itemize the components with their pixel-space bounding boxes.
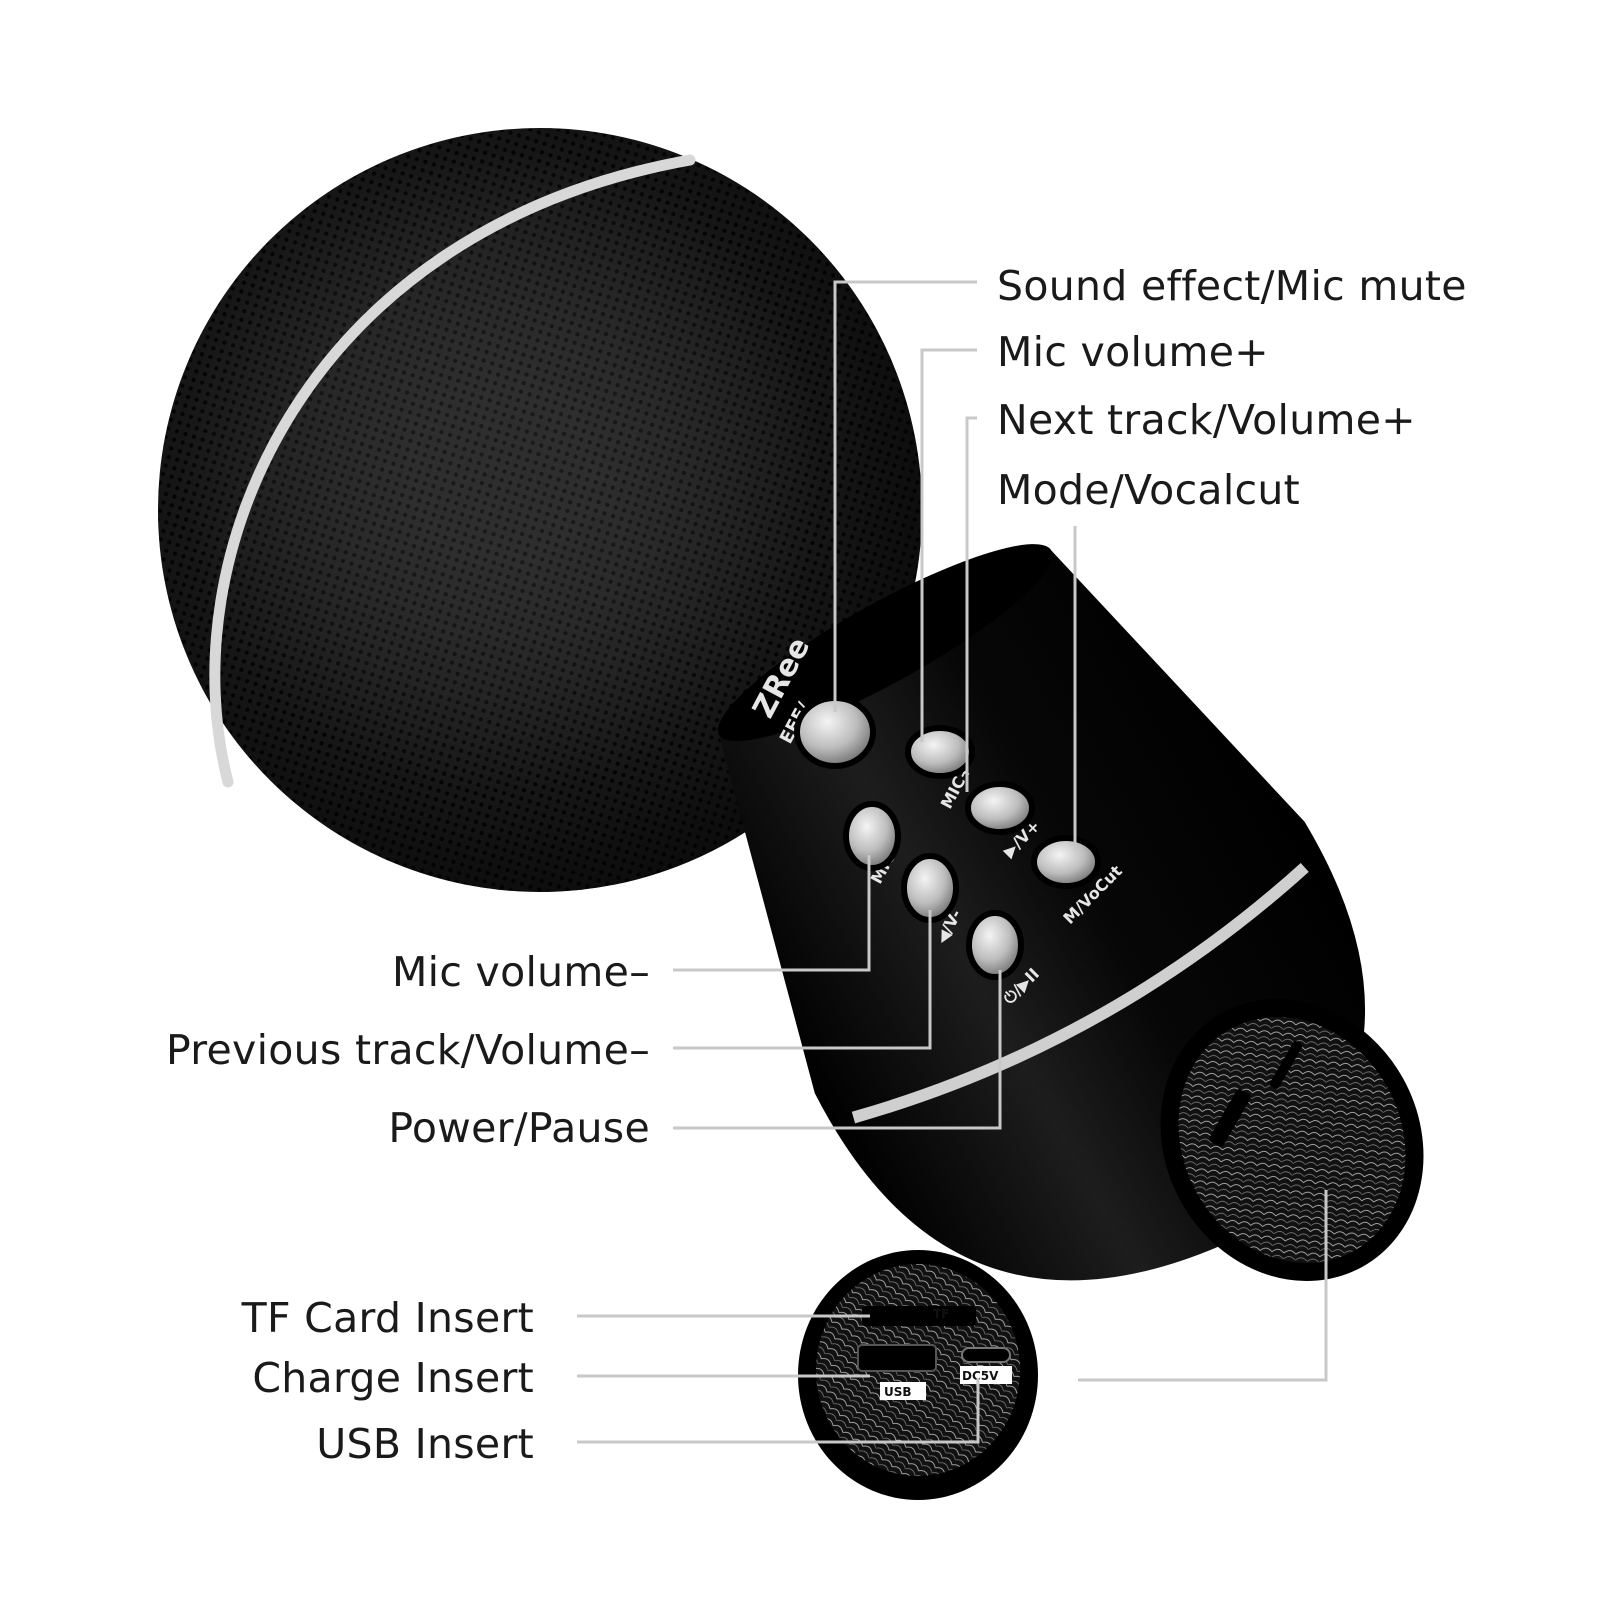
usb-port-slot	[1209, 1089, 1251, 1147]
power-button	[966, 910, 1024, 980]
leader-sound-effect	[833, 280, 977, 712]
handle-bottom-cap	[1160, 999, 1424, 1281]
label-tf-card-insert: TF Card Insert	[241, 1294, 534, 1342]
usb-inset-mark: USB	[884, 1385, 912, 1399]
chrome-ring	[209, 154, 696, 788]
leader-mic-volume-down	[673, 855, 871, 972]
label-sound-effect-mic-mute: Sound effect/Mic mute	[997, 262, 1467, 310]
tf-inset-mark: TF	[933, 1307, 949, 1321]
label-previous-track-volume-down: Previous track/Volume–	[165, 1026, 650, 1074]
chrome-band	[851, 862, 1309, 1124]
label-mode-vocalcut: Mode/Vocalcut	[997, 466, 1301, 514]
label-power-pause: Power/Pause	[388, 1104, 650, 1152]
label-mic-volume-up: Mic volume+	[997, 328, 1269, 376]
mic-head	[158, 128, 922, 892]
leader-lines	[577, 280, 1328, 1444]
mic-minus-button	[843, 801, 901, 871]
leader-previous-track	[673, 910, 932, 1050]
buttons	[794, 695, 1101, 980]
charge-port	[961, 1347, 1011, 1363]
tf-card-slot	[862, 1306, 976, 1326]
leader-next-track	[965, 416, 977, 792]
leader-usb	[577, 1378, 980, 1444]
label-next-track-volume-up: Next track/Volume+	[997, 396, 1416, 444]
leader-cap-to-inset	[1078, 1190, 1328, 1382]
label-usb-insert: USB Insert	[316, 1420, 534, 1468]
next-track-button	[965, 781, 1035, 835]
tf-slot	[1269, 1041, 1303, 1089]
mode-button	[1031, 835, 1101, 889]
usb-slot	[857, 1344, 937, 1372]
label-charge-insert: Charge Insert	[252, 1354, 534, 1402]
leader-power	[673, 970, 1002, 1130]
label-mic-volume-down: Mic volume–	[391, 948, 650, 996]
mic-plus-button	[905, 725, 975, 779]
leader-mic-volume-up	[920, 348, 977, 742]
dc5v-inset-mark: DC5V	[962, 1369, 999, 1383]
